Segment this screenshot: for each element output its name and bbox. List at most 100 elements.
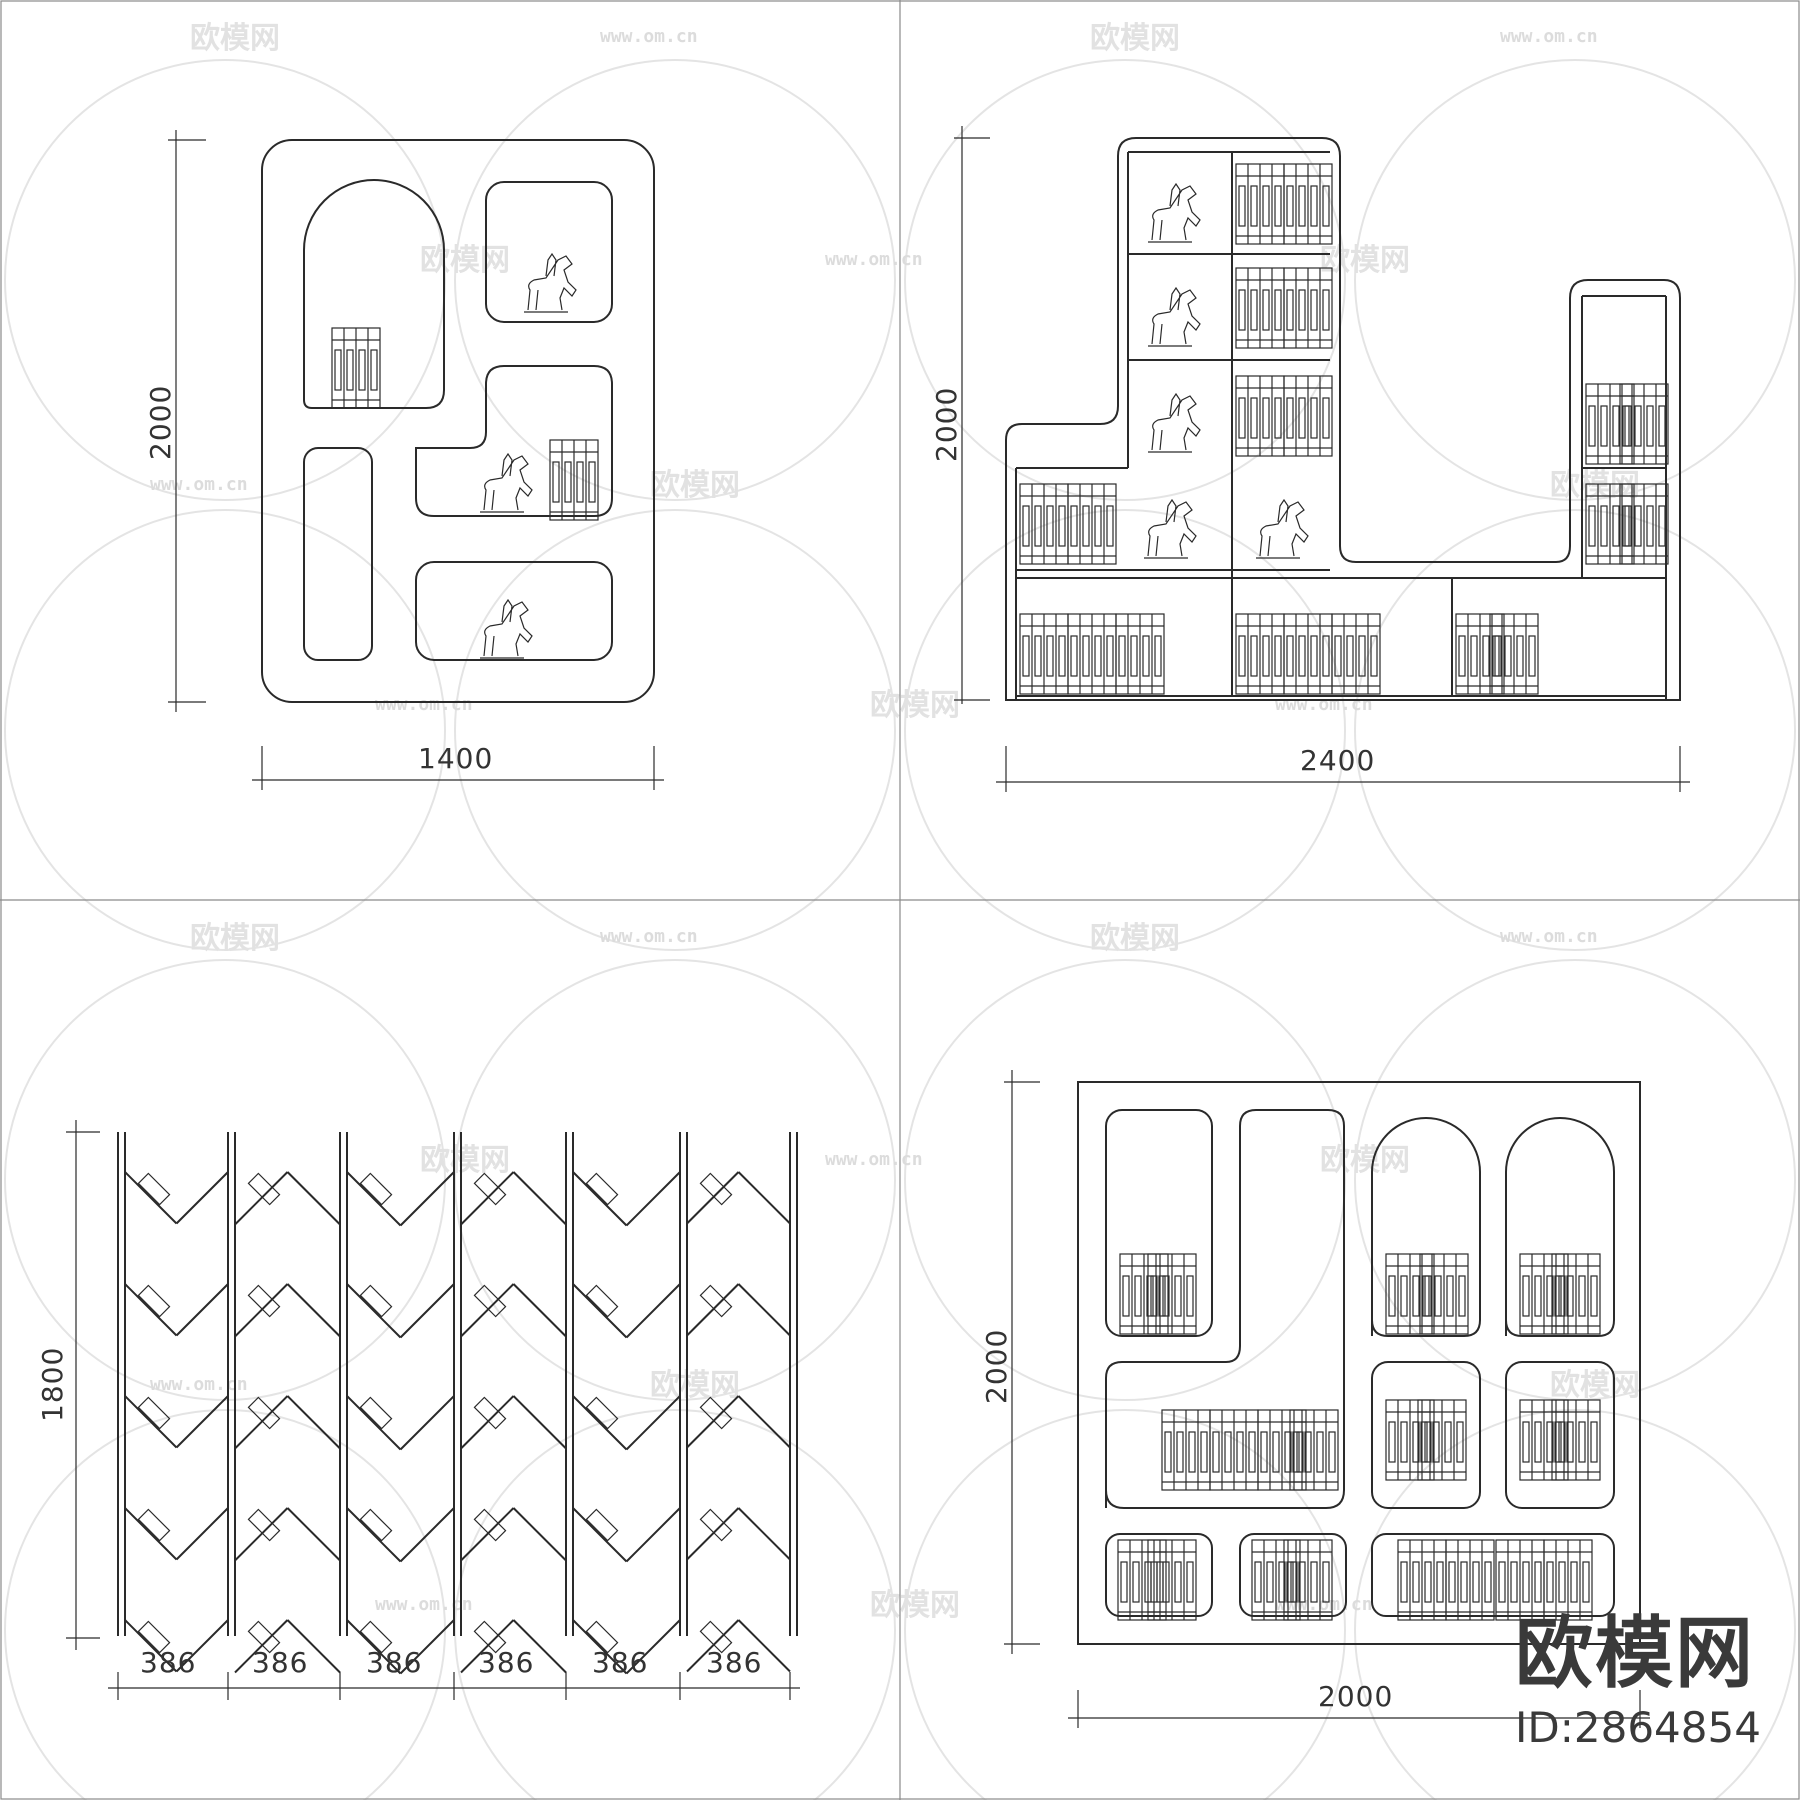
watermark-url: www.om.cn — [375, 1594, 473, 1615]
book-mark — [699, 1396, 733, 1430]
book-mark — [473, 1508, 507, 1542]
panel-3-height-dim: 1800 — [36, 1347, 69, 1422]
lattice-member — [124, 1171, 178, 1225]
book-mark — [473, 1396, 507, 1430]
panel-1-height-dim: 2000 — [144, 385, 177, 460]
watermark-url: www.om.cn — [375, 694, 473, 715]
panel-3-width-dim-2: 386 — [252, 1646, 308, 1679]
lattice-member — [625, 1619, 681, 1675]
lattice-member — [512, 1171, 567, 1226]
lattice-member — [234, 1619, 289, 1674]
watermark-text: 欧模网 — [1090, 921, 1180, 956]
lattice-member — [460, 1283, 515, 1338]
watermark-url: www.om.cn — [1275, 694, 1373, 715]
lattice-member — [460, 1395, 515, 1450]
watermark-url: www.om.cn — [1500, 926, 1598, 947]
lattice-member — [124, 1283, 178, 1337]
book-mark — [473, 1620, 507, 1654]
watermark-url: www.om.cn — [825, 1149, 923, 1170]
panel-1-drawing — [261, 139, 655, 703]
panel-2-width-dim: 2400 — [1300, 744, 1375, 777]
book-mark — [585, 1284, 619, 1318]
book-mark — [137, 1284, 171, 1318]
watermark-text: 欧模网 — [870, 1588, 960, 1623]
book-mark — [137, 1396, 171, 1430]
panel-1-dimensions: 2000 1400 — [144, 130, 664, 790]
watermark-url: www.om.cn — [150, 1374, 248, 1395]
lattice-member — [124, 1507, 178, 1561]
model-id: ID:2864854 — [1515, 1703, 1761, 1752]
book-mark — [359, 1284, 393, 1318]
watermark-text: 欧模网 — [420, 243, 510, 278]
panel-3-drawing — [117, 1132, 798, 1675]
watermark-text: 欧模网 — [190, 21, 280, 56]
watermark-text: 欧模网 — [650, 1368, 740, 1403]
watermark-text: 欧模网 — [1320, 243, 1410, 278]
lattice-member — [346, 1507, 402, 1563]
book-mark — [585, 1396, 619, 1430]
lattice-member — [175, 1283, 229, 1337]
lattice-member — [399, 1507, 455, 1563]
lattice-member — [234, 1395, 289, 1450]
book-mark — [699, 1284, 733, 1318]
panel-3-width-dim-1: 386 — [140, 1646, 196, 1679]
lattice-member — [460, 1619, 515, 1674]
lattice-member — [460, 1507, 515, 1562]
book-mark — [247, 1396, 281, 1430]
panel-2-dimensions: 2000 2400 — [930, 126, 1690, 792]
book-mark — [137, 1172, 171, 1206]
brand-logo: 欧模网 ID:2864854 — [1515, 1615, 1761, 1752]
lattice-member — [175, 1171, 229, 1225]
lattice-member — [286, 1619, 341, 1674]
lattice-member — [399, 1171, 455, 1227]
book-mark — [359, 1172, 393, 1206]
watermark-text: 欧模网 — [1550, 1368, 1640, 1403]
lattice-member — [512, 1619, 567, 1674]
lattice-member — [737, 1283, 791, 1337]
lattice-member — [286, 1395, 341, 1450]
lattice-member — [737, 1507, 791, 1561]
lattice-member — [737, 1619, 791, 1673]
lattice-member — [286, 1171, 341, 1226]
lattice-member — [686, 1507, 740, 1561]
panel-4-height-dim: 2000 — [980, 1329, 1013, 1404]
lattice-member — [686, 1395, 740, 1449]
book-mark — [585, 1172, 619, 1206]
lattice-member — [625, 1283, 681, 1339]
panel-3-width-dim-6: 386 — [706, 1646, 762, 1679]
panel-3-dimensions: 1800 386 386 386 386 386 386 — [36, 1120, 800, 1700]
panel-3-width-dim-5: 386 — [592, 1646, 648, 1679]
lattice-member — [399, 1283, 455, 1339]
panel-4-drawing — [1077, 1081, 1641, 1645]
lattice-member — [625, 1395, 681, 1451]
watermark-text: 欧模网 — [1320, 1143, 1410, 1178]
panel-1-width-dim: 1400 — [418, 742, 493, 775]
watermark-url: www.om.cn — [600, 26, 698, 47]
lattice-member — [625, 1171, 681, 1227]
panel-3-width-dim-3: 386 — [366, 1646, 422, 1679]
book-mark — [359, 1508, 393, 1542]
lattice-member — [346, 1395, 402, 1451]
lattice-member — [686, 1619, 740, 1673]
lattice-member — [175, 1395, 229, 1449]
watermark-text: 欧模网 — [1550, 468, 1640, 503]
lattice-member — [346, 1171, 402, 1227]
watermark-text: 欧模网 — [870, 688, 960, 723]
book-mark — [247, 1284, 281, 1318]
lattice-member — [572, 1395, 628, 1451]
watermark-url: www.om.cn — [825, 249, 923, 270]
book-mark — [699, 1508, 733, 1542]
book-mark — [359, 1620, 393, 1654]
lattice-member — [124, 1395, 178, 1449]
lattice-member — [460, 1171, 515, 1226]
lattice-member — [175, 1507, 229, 1561]
lattice-member — [286, 1507, 341, 1562]
book-mark — [137, 1508, 171, 1542]
lattice-member — [737, 1171, 791, 1225]
book-mark — [473, 1284, 507, 1318]
lattice-member — [399, 1395, 455, 1451]
watermark-text: 欧模网 — [650, 468, 740, 503]
lattice-member — [686, 1283, 740, 1337]
book-mark — [699, 1620, 733, 1654]
lattice-member — [286, 1283, 341, 1338]
